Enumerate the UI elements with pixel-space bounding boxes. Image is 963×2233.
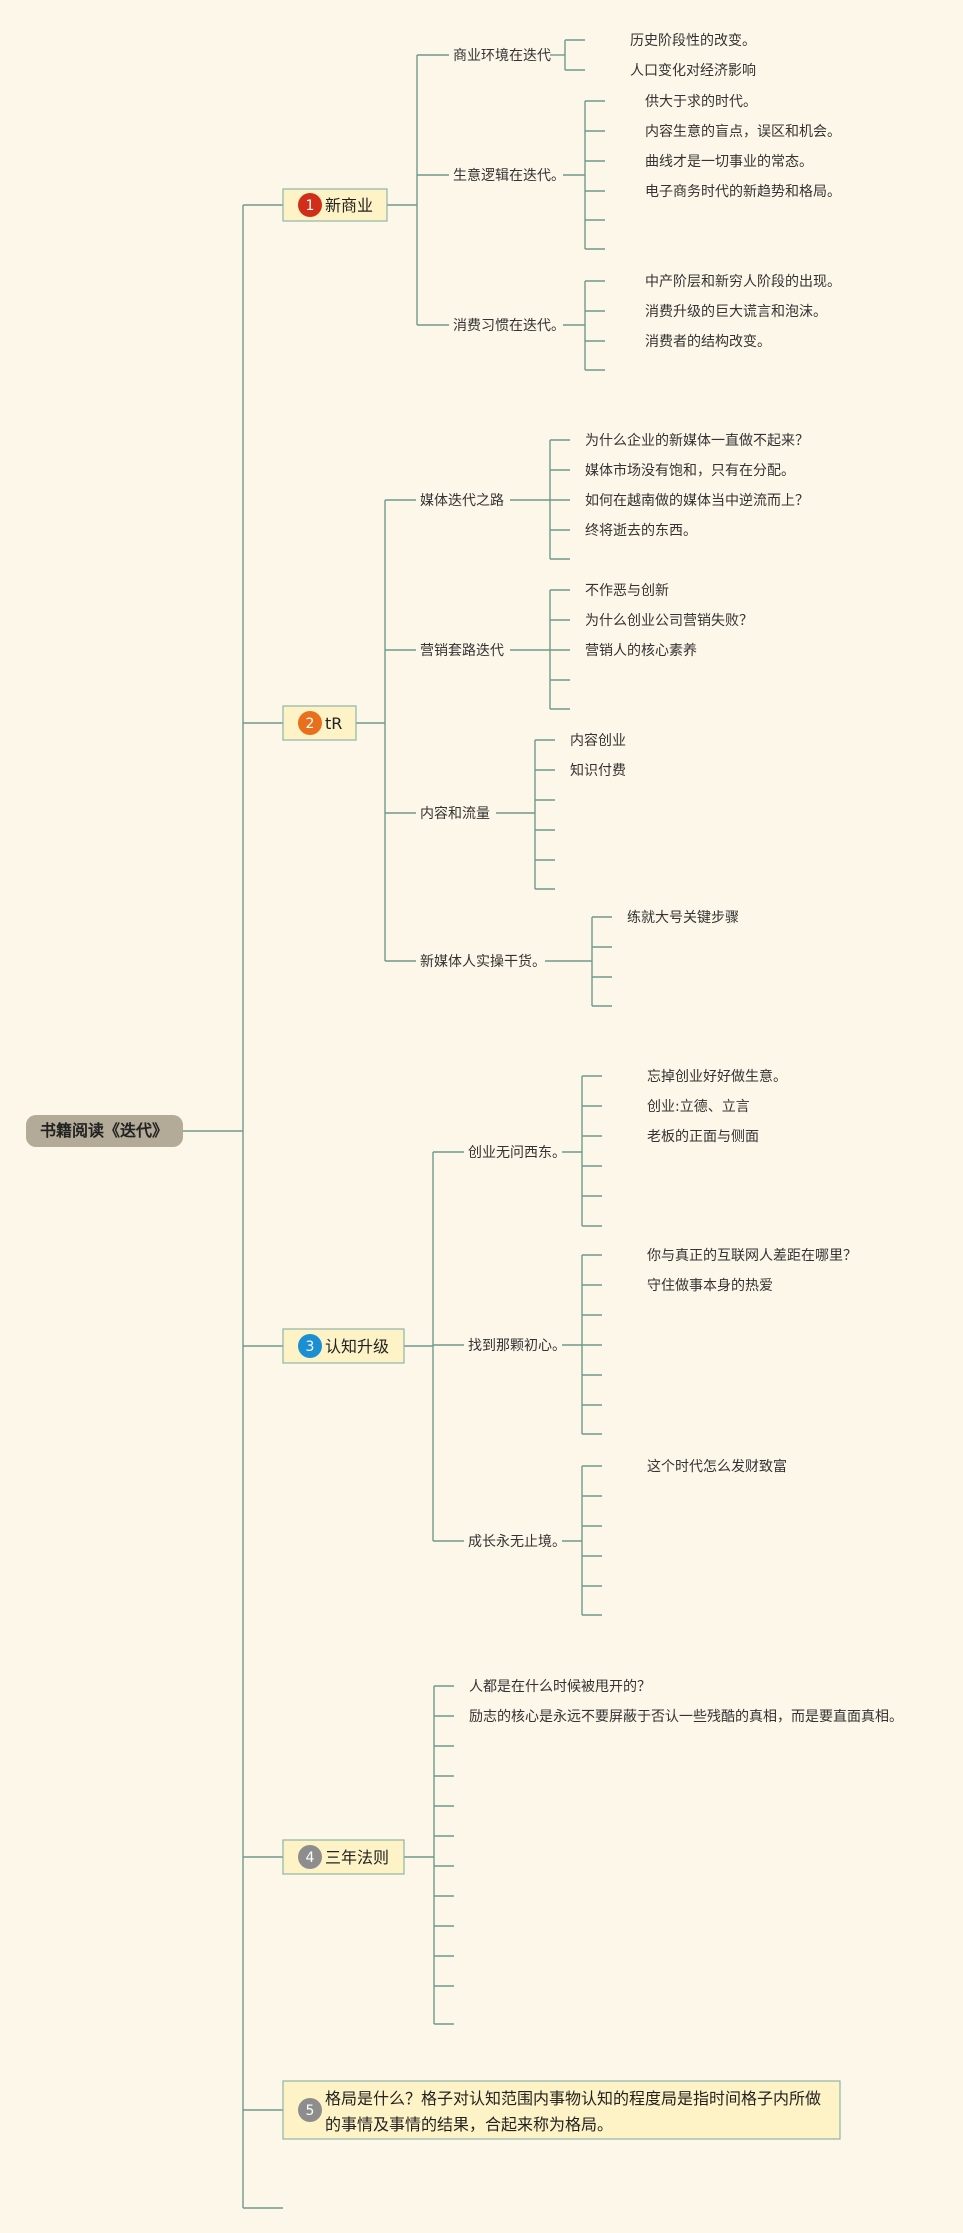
leaf-topic-label: 为什么企业的新媒体一直做不起来？: [585, 432, 809, 449]
leaf-topic-label: 人都是在什么时候被甩开的？: [469, 1679, 651, 1695]
sub-topic-label: 生意逻辑在迭代。: [453, 167, 565, 184]
sub-topic-label: 新媒体人实操干货。: [420, 953, 546, 970]
leaf-topic-label: 消费者的结构改变。: [645, 334, 771, 350]
branch-number-badge: [298, 1334, 322, 1358]
leaf-topic-label: 内容生意的盲点，误区和机会。: [645, 123, 841, 140]
branch-node-2[interactable]: 2 tR: [282, 705, 357, 741]
sub-topic-label: 媒体迭代之路: [420, 493, 504, 509]
leaf-topic-label: 忘掉创业好好做生意。: [647, 1068, 787, 1085]
connector-layer: [183, 39, 612, 2209]
leaf-topic-label: 知识付费: [570, 762, 626, 779]
leaf-topic-label: 为什么创业公司营销失败？: [585, 613, 753, 629]
branch-number-badge: [298, 1845, 322, 1869]
sub-topic-label: 创业无问西东。: [468, 1145, 566, 1161]
sub-topic-label: 成长永无止境。: [468, 1534, 566, 1550]
branch-number-text: 5: [306, 2103, 315, 2119]
branch-node-box: [282, 2080, 841, 2140]
leaf-topic-label: 中产阶层和新穷人阶段的出现。: [645, 274, 841, 290]
leaf-topic-label: 励志的核心是永远不要屏蔽于否认一些残酷的真相，而是要直面真相。: [469, 1708, 903, 1725]
leaf-topic-label: 老板的正面与侧面: [647, 1129, 759, 1145]
branch-number-text: 1: [306, 198, 315, 214]
sub-topic-label: 消费习惯在迭代。: [453, 317, 565, 334]
branch-number-badge: [298, 193, 322, 217]
branch-node-5[interactable]: 5 格局是什么？格子对认知范围内事物认知的程度局是指时间格子内所做 的事情及事情…: [282, 2080, 841, 2140]
root-node[interactable]: 书籍阅读《迭代》: [26, 1115, 183, 1147]
root-node-label: 书籍阅读《迭代》: [40, 1121, 168, 1140]
branch-label: 认知升级: [325, 1337, 389, 1356]
branch-number-badge: [298, 711, 322, 735]
leaf-topic-label: 这个时代怎么发财致富: [647, 1458, 787, 1475]
leaf-topic-label: 如何在越南做的媒体当中逆流而上？: [585, 493, 809, 509]
leaf-topic-label: 你与真正的互联网人差距在哪里？: [647, 1248, 857, 1264]
sub-topic-label: 商业环境在迭代: [453, 48, 551, 64]
leaf-topic-label: 内容创业: [570, 732, 626, 749]
branch-number-text: 4: [306, 1850, 315, 1866]
branch-node-1[interactable]: 1 新商业: [282, 188, 388, 222]
leaf-topic-label: 不作恶与创新: [585, 583, 669, 599]
branch-node-box: [282, 188, 388, 222]
leaf-topic-label: 营销人的核心素养: [585, 643, 697, 659]
leaf-topic-label: 守住做事本身的热爱: [647, 1278, 773, 1294]
branch-number-text: 2: [306, 716, 315, 732]
leaf-topic-label: 媒体市场没有饱和，只有在分配。: [585, 462, 795, 479]
branch-node-3[interactable]: 3 认知升级: [282, 1328, 405, 1364]
leaf-topic-label: 电子商务时代的新趋势和格局。: [645, 184, 841, 200]
branch-label: tR: [325, 714, 342, 733]
leaf-topic-label: 创业:立德、立言: [647, 1099, 750, 1115]
sub-topic-label: 内容和流量: [420, 805, 490, 822]
branch-nodes: 1 新商业 2 tR 3 认知升级 4 三年法则 5 格局是什么？格子对认知范围…: [282, 188, 841, 2140]
root-node-box: [26, 1115, 183, 1147]
leaf-topic-label: 终将逝去的东西。: [585, 523, 697, 539]
branch-label: 三年法则: [325, 1848, 389, 1867]
leaf-topic-label: 供大于求的时代。: [645, 94, 757, 110]
branch-label-line-2: 的事情及事情的结果，合起来称为格局。: [325, 2115, 613, 2134]
leaf-topic-label: 人口变化对经济影响: [630, 63, 756, 79]
sub-topic-label: 营销套路迭代: [420, 643, 504, 659]
branch-number-text: 3: [306, 1339, 315, 1355]
branch-label: 新商业: [325, 196, 373, 215]
branch-label-line-1: 格局是什么？格子对认知范围内事物认知的程度局是指时间格子内所做: [325, 2089, 821, 2108]
sub-topic-label: 找到那颗初心。: [468, 1337, 566, 1354]
leaf-topic-label: 练就大号关键步骤: [627, 910, 739, 926]
branch-number-badge: [298, 2098, 322, 2122]
leaf-topic-label: 历史阶段性的改变。: [630, 33, 756, 49]
branch-node-4[interactable]: 4 三年法则: [282, 1839, 405, 1875]
leaf-topic-label: 曲线才是一切事业的常态。: [645, 154, 813, 170]
leaf-topic-label: 消费升级的巨大谎言和泡沫。: [645, 304, 827, 320]
